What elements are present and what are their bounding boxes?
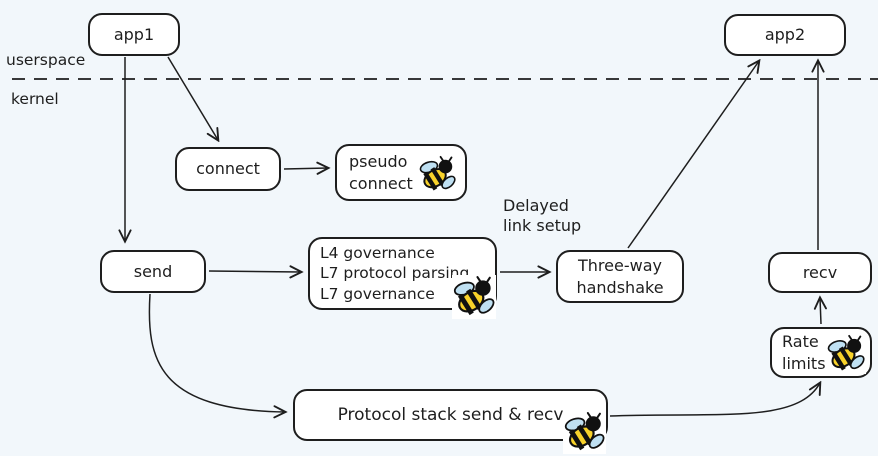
node-protocol-stack-label: Protocol stack send & recv xyxy=(337,404,564,425)
node-pseudo-connect: pseudo connect xyxy=(335,144,467,201)
node-send: send xyxy=(100,250,206,293)
kernel-label: kernel xyxy=(11,90,59,108)
ebpf-bee-icon xyxy=(418,155,457,194)
userspace-label: userspace xyxy=(6,51,86,69)
node-governance: L4 governance L7 protocol parsing L7 gov… xyxy=(308,237,497,310)
node-recv: recv xyxy=(768,252,872,293)
ebpf-bee-icon xyxy=(826,334,866,374)
node-app1: app1 xyxy=(88,13,180,56)
arrow-send-governance xyxy=(208,271,301,272)
arrow-three-way-app2 xyxy=(627,61,759,249)
node-connect-label: connect xyxy=(196,159,260,179)
arrow-send-protocol-stack xyxy=(148,293,285,412)
node-pseudo-connect-label: pseudo connect xyxy=(349,152,413,193)
node-app2-label: app2 xyxy=(764,25,806,45)
node-connect: connect xyxy=(175,147,281,191)
ebpf-bee-icon xyxy=(563,411,606,454)
delayed-link-setup-annotation: Delayed link setup xyxy=(503,196,582,236)
node-three-way-handshake: Three-way handshake xyxy=(556,250,684,303)
node-governance-label: L4 governance L7 protocol parsing L7 gov… xyxy=(320,243,470,303)
node-three-way-handshake-label: Three-way handshake xyxy=(576,256,664,297)
arrow-protocol-stack-rate-limits xyxy=(609,383,820,417)
arrow-connect-pseudo-connect xyxy=(283,168,328,169)
arrow-rate-limits-recv xyxy=(820,298,821,325)
node-recv-label: recv xyxy=(802,262,838,282)
node-protocol-stack: Protocol stack send & recv xyxy=(293,389,608,441)
node-send-label: send xyxy=(133,261,173,281)
node-rate-limits-label: Rate limits xyxy=(782,332,826,373)
ebpf-bee-icon xyxy=(452,275,496,319)
node-rate-limits: Rate limits xyxy=(770,327,872,378)
node-app2: app2 xyxy=(724,14,846,56)
node-app1-label: app1 xyxy=(113,24,155,44)
arrow-app1-connect xyxy=(167,56,218,140)
